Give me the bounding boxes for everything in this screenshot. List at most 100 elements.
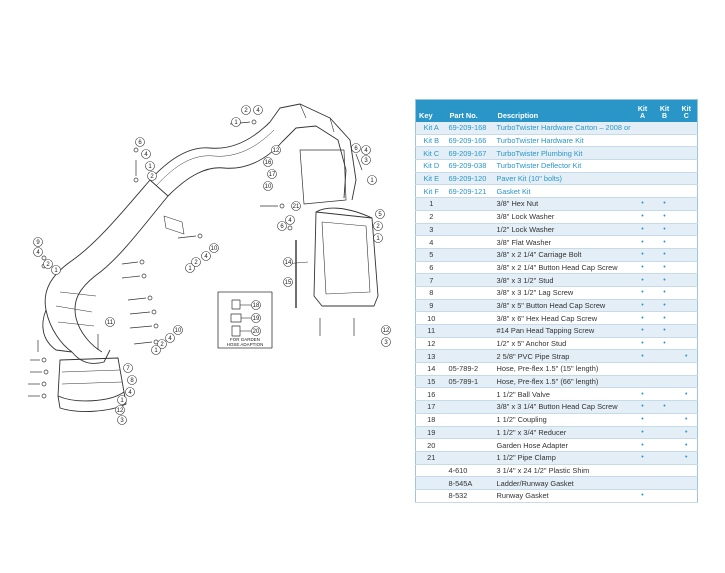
cell-description: 3/8" x 2 1/4" Button Head Cap Screw [494,261,632,275]
cell-part-no [446,261,495,275]
svg-text:4: 4 [36,250,40,256]
cell-kit-b: • [653,223,676,237]
cell-kit-a [631,172,654,186]
cell-kit-c [675,184,698,199]
cell-part-no [446,223,495,237]
cell-key: 1 [415,197,447,211]
svg-text:5: 5 [378,212,382,218]
cell-kit-a [631,159,654,173]
callout-16: 16 [263,157,273,167]
cell-description: TurboTwister Hardware Carton – 2008 or n… [494,122,632,135]
cell-kit-a: • [631,426,654,440]
cell-kit-b: • [653,286,676,300]
cell-kit-c [675,324,698,338]
cell-kit-a: • [631,324,654,338]
svg-text:14: 14 [285,260,292,266]
cell-kit-c: • [675,426,698,440]
header-description: Description [494,99,632,122]
cell-kit-b [653,122,676,135]
cell-key: Kit D [415,159,447,173]
cell-kit-c: • [675,387,698,402]
middle-chute-section [149,121,271,181]
callout-1e: 1 [373,233,383,243]
cell-key: 5 [415,248,447,262]
cell-kit-c: • [675,438,698,452]
cell-kit-c [675,464,698,478]
header-key: Key [415,99,447,122]
cell-key [415,489,447,503]
cell-key: Kit B [415,134,447,148]
cell-description: 1 1/2" x 3/4" Reducer [494,426,632,440]
cell-part-no [446,273,495,287]
cell-part-no: 05-789-2 [446,362,495,376]
cell-kit-b [653,387,676,402]
callout-1c: 1 [231,117,241,127]
cell-part-no [446,248,495,262]
cell-part-no [446,324,495,338]
callout-4f: 4 [165,333,175,343]
cell-key: 3 [415,223,447,237]
garden-hose-inset-box [217,291,273,349]
cell-kit-b: • [653,337,676,351]
cell-kit-c: • [675,349,698,364]
cell-kit-c [675,286,698,300]
svg-text:2: 2 [46,262,50,268]
cell-description: 1/2" x 5" Anchor Stud [494,337,632,351]
cell-part-no [446,197,495,211]
cell-kit-b [653,362,676,376]
cell-key: 10 [415,311,447,325]
callout-4g: 4 [201,251,211,261]
svg-text:2: 2 [376,224,380,230]
inset-callout-20: 20 [251,326,261,336]
svg-text:4: 4 [144,152,148,158]
cell-key: Kit F [415,184,447,199]
cell-description: 3 1/4" x 24 1/2" Plastic Shim [494,464,632,478]
cell-description: 1 1/2" Pipe Clamp [494,451,632,465]
cell-kit-c [675,172,698,186]
cell-description: Ladder/Runway Gasket [494,476,632,490]
cell-kit-c [675,210,698,224]
svg-text:6: 6 [280,224,284,230]
inset-callout-18: 18 [251,300,261,310]
cell-kit-a: • [631,223,654,237]
callout-4e: 4 [285,215,295,225]
cell-key: 12 [415,337,447,351]
cell-kit-c [675,476,698,490]
cell-kit-c [675,197,698,211]
callout-4d: 4 [361,145,371,155]
cell-part-no [446,235,495,249]
svg-text:1: 1 [54,268,58,274]
cell-kit-b [653,146,676,161]
cell-part-no [446,299,495,313]
svg-text:18: 18 [253,303,260,309]
cell-key: 16 [415,387,447,402]
cell-part-no: 8-545A [446,476,495,490]
cell-part-no [446,337,495,351]
cell-kit-b [653,159,676,173]
svg-text:2: 2 [244,108,248,114]
cell-kit-b: • [653,273,676,287]
cell-description: #14 Pan Head Tapping Screw [494,324,632,338]
cell-kit-a: • [631,387,654,402]
cell-kit-a: • [631,451,654,465]
svg-text:10: 10 [265,184,272,190]
svg-text:3: 3 [120,418,124,424]
cell-kit-a [631,184,654,199]
svg-text:10: 10 [175,328,182,334]
callout-10c: 10 [209,243,219,253]
svg-text:12: 12 [383,328,390,334]
cell-kit-a: • [631,248,654,262]
cell-kit-c [675,235,698,249]
cell-kit-c: • [675,451,698,465]
cell-kit-b [653,134,676,148]
